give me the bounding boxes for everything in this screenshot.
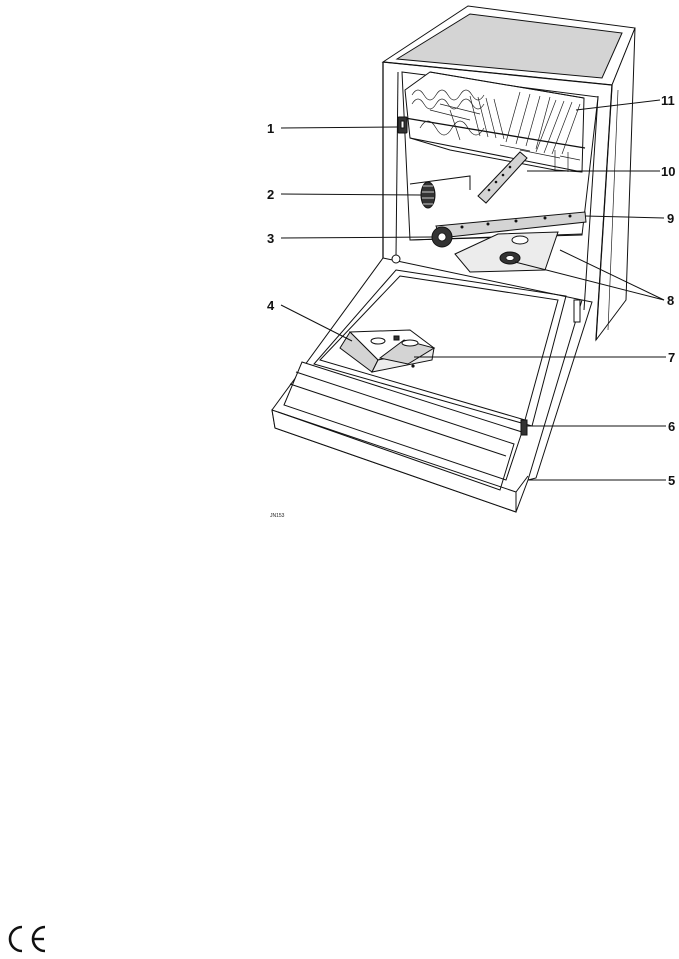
figure-reference-code: JN153 — [270, 513, 285, 519]
leader-3 — [281, 237, 432, 238]
door-catch — [521, 420, 527, 435]
door — [272, 255, 592, 512]
callout-6: 6 — [668, 419, 675, 434]
callout-4: 4 — [267, 298, 275, 313]
callout-10: 10 — [661, 164, 675, 179]
salt-container — [421, 182, 435, 208]
callout-2: 2 — [267, 187, 274, 202]
basket-adjuster — [398, 117, 407, 133]
callout-7: 7 — [668, 350, 675, 365]
callout-5: 5 — [668, 473, 675, 488]
callout-9: 9 — [667, 211, 674, 226]
callout-11: 11 — [661, 93, 675, 108]
callout-1: 1 — [267, 121, 274, 136]
leader-1 — [281, 127, 398, 128]
leader-2 — [281, 194, 421, 195]
callout-8: 8 — [667, 293, 674, 308]
callout-3: 3 — [267, 231, 274, 246]
ce-mark — [10, 927, 45, 951]
